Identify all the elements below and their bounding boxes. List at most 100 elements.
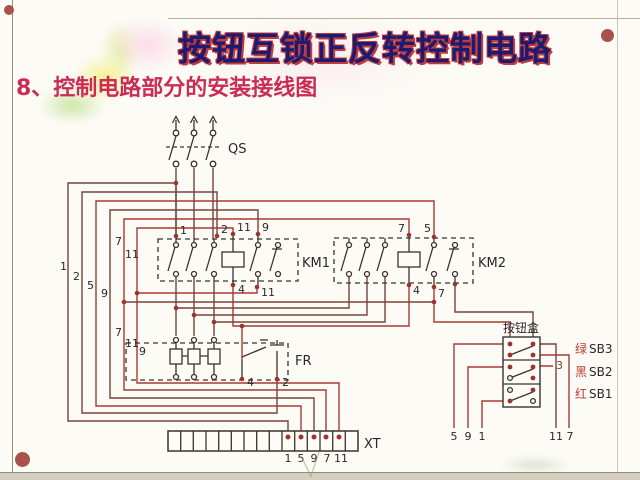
fr-heater-3 [207,348,221,365]
fr-heater-2 [187,348,201,365]
km1-label: KM1 [302,256,330,271]
diagram-labels: QS KM1 KM2 FR XT 1 2 5 9 7 11 7 11 9 1 2… [60,142,612,465]
wire-label-5: 5 [87,279,94,292]
km2-main-blades [340,246,385,272]
qs-pole-drops [175,168,214,238]
wire-label-1: 1 [60,260,67,273]
fr-label: FR [295,354,312,369]
km2-terminal-4: 4 [413,284,420,297]
fr-terminal-4: 4 [247,376,254,389]
km2-label: KM2 [478,256,506,271]
button-wire-1: 1 [479,430,486,443]
wire-7 [123,218,410,436]
qs-switch-symbol [166,115,219,168]
xt-terminal-9: 9 [311,452,318,465]
xt-terminal-7: 7 [324,452,331,465]
km1-terminal-1: 1 [180,224,187,237]
dark-wires [67,168,557,436]
km2-dashed-box [333,237,474,284]
qs-blades [168,135,214,161]
corner-dot-top-right [601,29,614,42]
km1-dashed-box [157,238,299,282]
wire-label-7-fr: 7 [115,326,122,339]
km2-terminal-7b: 7 [438,287,445,300]
km2-terminal-7: 7 [398,222,405,235]
slide-title: 按钮互锁正反转控制电路 [178,29,552,68]
wire-4-coil-link [232,285,410,327]
wire-11 [136,227,340,436]
right-rule-line [617,0,618,480]
bottom-strip [0,473,640,480]
left-rule-line [12,0,13,473]
top-rule-line [168,18,640,19]
check-decoration [301,451,320,478]
button-wire-7: 7 [567,430,574,443]
km2-contactor-symbol [333,236,474,285]
km1-terminal-9: 9 [262,221,269,234]
qs-arrows [171,115,218,131]
sb1-id-label: SB1 [589,387,612,401]
sb2-color-label: 黑 [575,365,587,379]
phase-link-3 [213,279,386,336]
km1-terminal-11: 11 [237,221,251,234]
slide-subtitle: 8、控制电路部分的安装接线图 [16,76,318,101]
sb3-id-label: SB3 [589,342,612,356]
km1-main-blades [167,246,214,272]
button-bridges [509,345,534,402]
wire-button-7 [535,354,570,428]
wire-button-1 [481,400,510,428]
red-wires [95,200,570,436]
components [125,115,541,452]
fr-nc-contact [241,339,284,378]
wire-label-2: 2 [73,270,80,283]
km2-coil [397,251,421,268]
corner-dot-top-left [4,5,14,15]
sb3-color-label: 绿 [575,341,587,356]
sb2-id-label: SB2 [589,365,612,379]
xt-terminal-strip [167,430,359,452]
wire-label-7-km1: 7 [115,235,122,248]
wire-km2nc-feed [454,284,534,337]
km1-contactor-symbol [157,236,299,285]
button-box-body [502,336,541,408]
button-box-title: 按钮盒 [503,320,539,335]
fr-heater-1 [169,348,183,365]
xt-terminal-5: 5 [298,452,305,465]
corner-dot-bottom-left [15,452,30,467]
button-box-dividers [503,359,540,385]
wire-2 [81,191,278,414]
wire-label-9: 9 [101,287,108,300]
fr-terminal-2: 2 [282,376,289,389]
button-wire-9: 9 [465,430,472,443]
pink-wash-decoration [140,0,470,130]
wire-label-11-fr: 11 [125,337,139,350]
wire-label-9-fr: 9 [139,345,146,358]
xt-strip-body [167,430,359,452]
wire-button-11 [535,343,557,428]
qs-label: QS [228,142,246,157]
button-box-symbol [502,336,541,408]
wire-9 [109,209,315,436]
xt-terminal-11: 11 [334,452,348,465]
sb1-color-label: 红 [575,386,587,401]
flower-decoration [32,12,192,122]
fr-dashed-box [125,342,289,381]
fr-relay-symbol [125,336,289,381]
wire-label-11-km1: 11 [125,248,139,261]
wire-5 [95,200,435,436]
xt-terminal-1: 1 [285,452,292,465]
xt-cell-dividers [180,431,346,451]
phase-link-2 [193,279,368,336]
bottom-rule-line [0,472,640,473]
km1-terminal-2: 2 [221,223,228,236]
km1-terminal-4: 4 [238,283,245,296]
button-wire-5: 5 [451,430,458,443]
km2-terminal-5: 5 [424,222,431,235]
button-wire-11: 11 [549,430,563,443]
km1-terminal-11b: 11 [261,286,275,299]
wire-button-5 [453,343,510,428]
junction-dots [121,180,536,440]
wire-km2aux-feed [433,287,511,337]
